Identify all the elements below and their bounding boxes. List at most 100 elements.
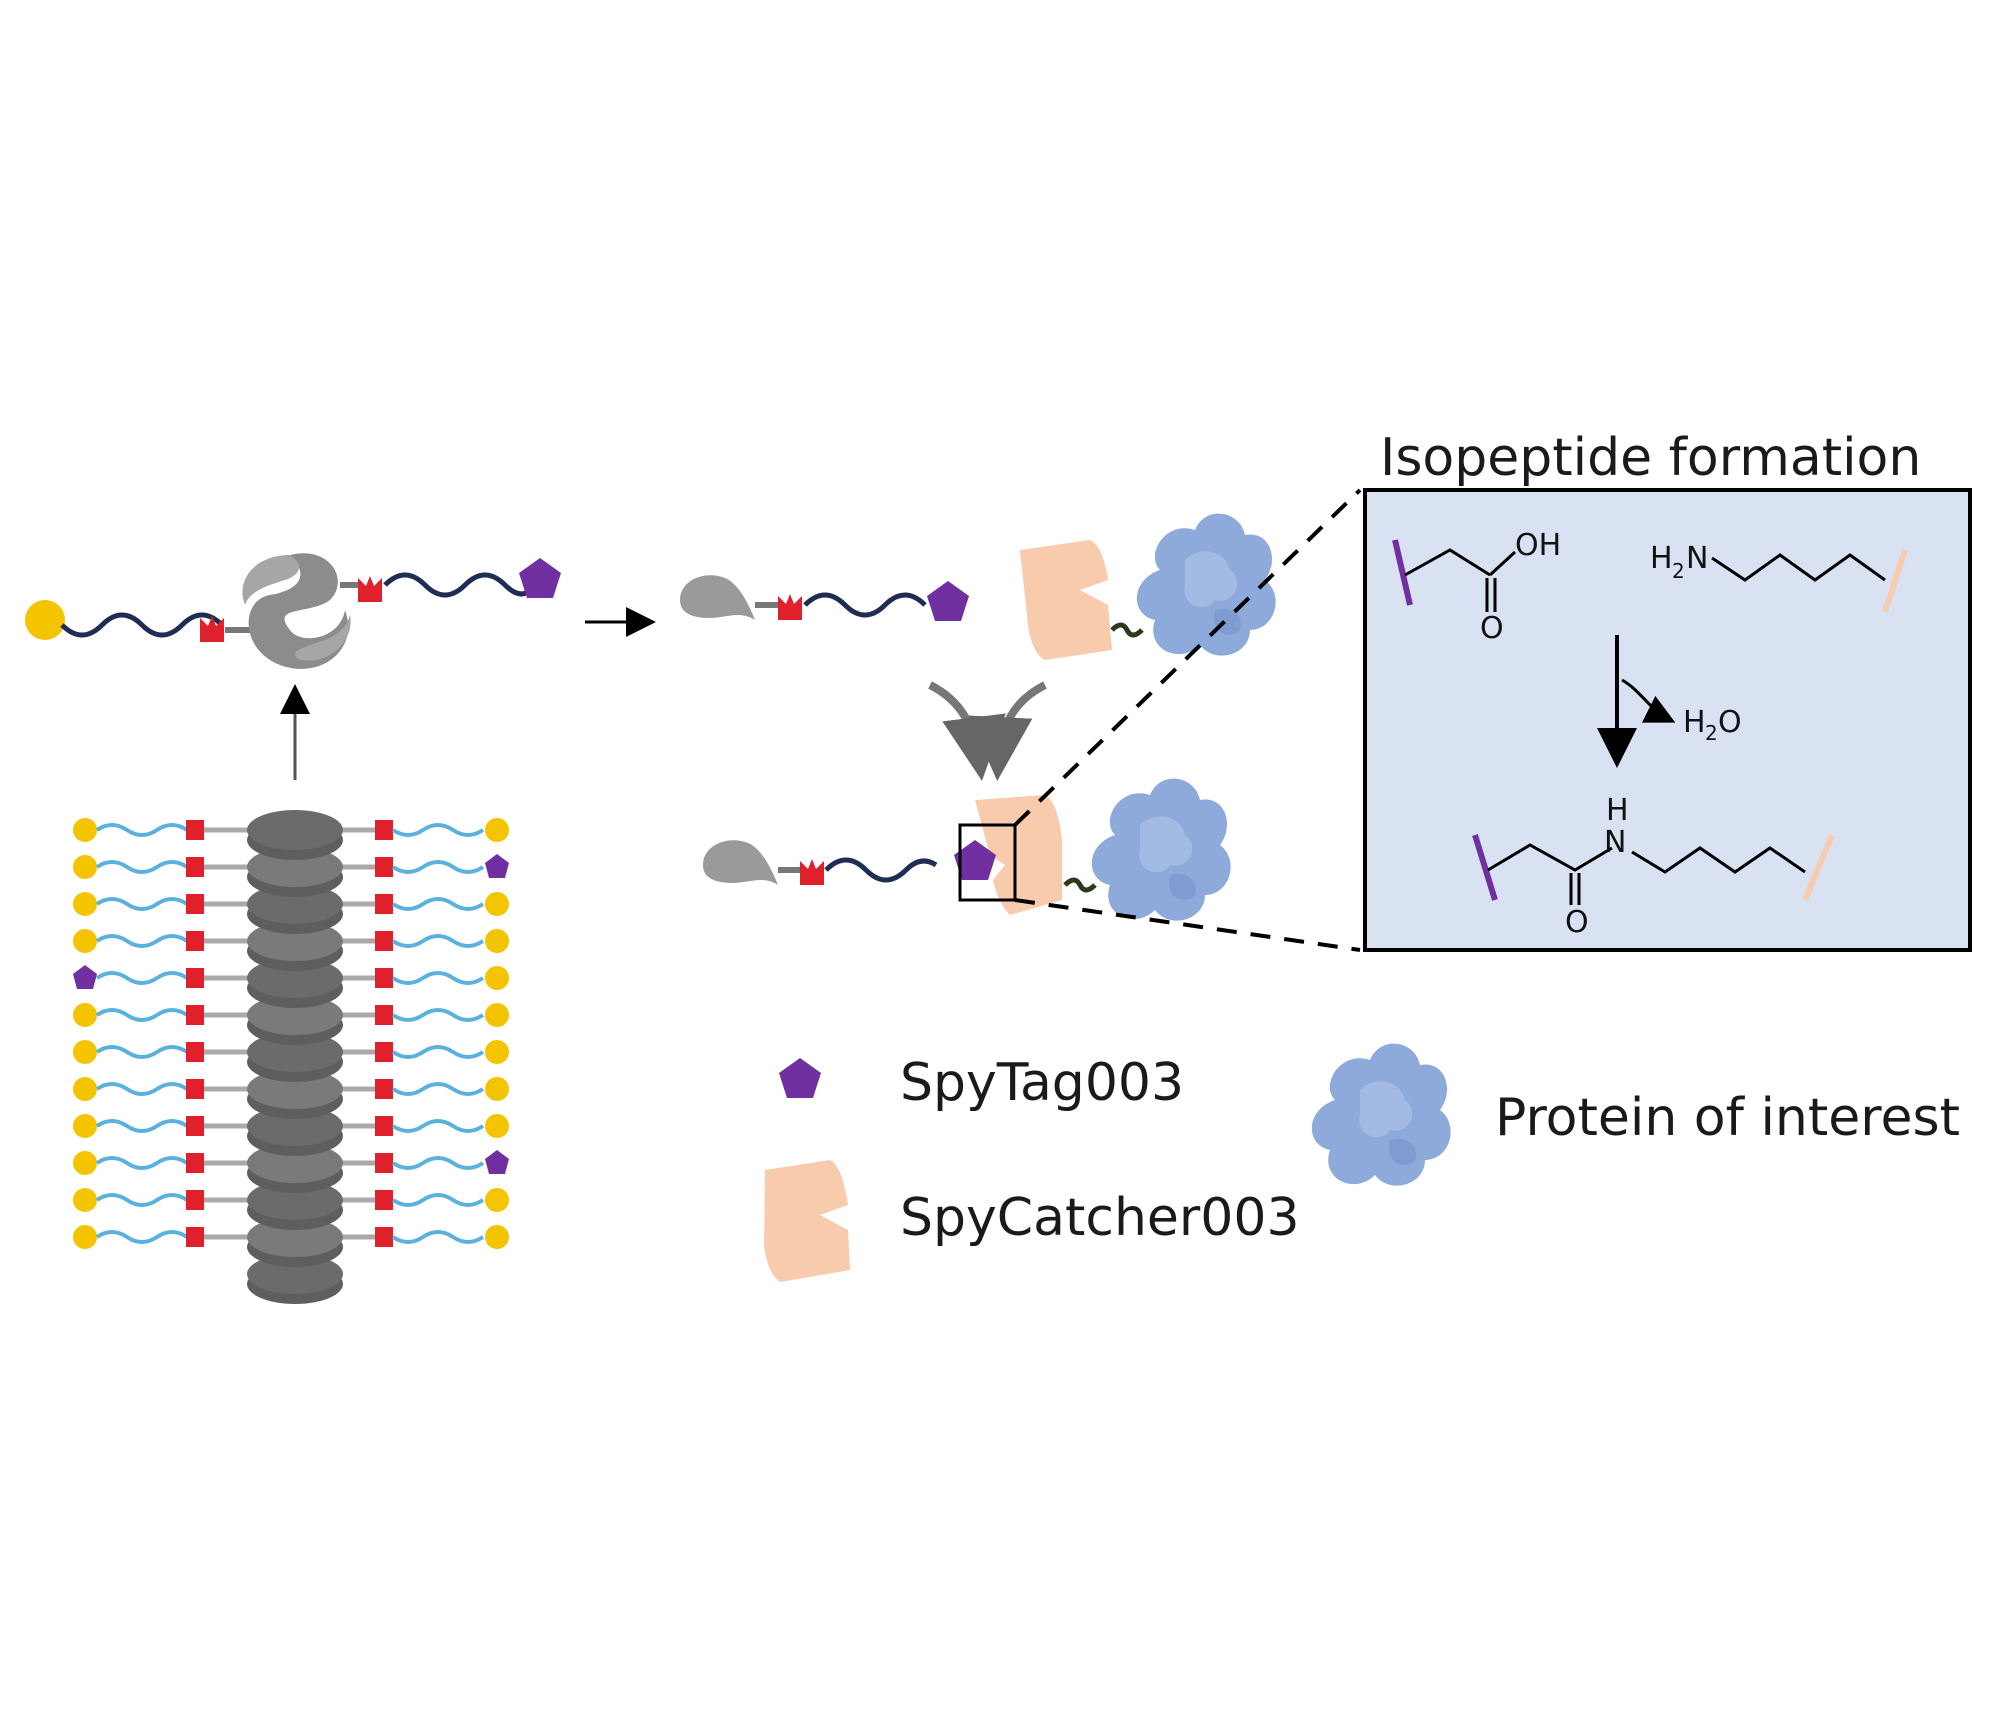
- zoom-line-bottom: [1014, 898, 1361, 952]
- legend-protein: Protein of interest: [1495, 1088, 1960, 1148]
- fibril: [73, 810, 509, 1304]
- yellow-bead-icon: [73, 1077, 97, 1101]
- light-strand: [391, 823, 485, 837]
- yellow-bead-icon: [485, 966, 509, 990]
- light-strand: [391, 897, 485, 911]
- yellow-bead-icon: [73, 1188, 97, 1212]
- pentagon-icon: [779, 1058, 821, 1098]
- navy-strand: [60, 612, 224, 638]
- conjugate: [703, 778, 1231, 921]
- red-linker-icon: [375, 1153, 393, 1173]
- pentagon-icon: [485, 1150, 509, 1174]
- gray-disc-icon: [247, 810, 343, 850]
- light-strand: [95, 1193, 189, 1207]
- yellow-bead-icon: [73, 929, 97, 953]
- red-linker-icon: [375, 1042, 393, 1062]
- yellow-bead-icon: [485, 1040, 509, 1064]
- red-linker-icon: [186, 931, 204, 951]
- light-strand: [95, 823, 189, 837]
- light-strand: [391, 1156, 485, 1170]
- hydroxyl-label: OH: [1515, 528, 1561, 563]
- red-linker-icon: [186, 857, 204, 877]
- light-strand: [95, 1045, 189, 1059]
- navy-strand: [383, 572, 532, 598]
- red-linker-icon: [186, 1042, 204, 1062]
- protein-blob-icon: [1311, 1043, 1451, 1186]
- red-linker-icon: [375, 894, 393, 914]
- catcher-block-icon: [764, 1160, 850, 1282]
- product-n-label: N: [1604, 825, 1626, 860]
- light-strand: [391, 860, 485, 874]
- light-strand: [391, 1119, 485, 1133]
- light-strand: [95, 897, 189, 911]
- converging-arrow-right: [968, 681, 1047, 781]
- red-linker-icon: [375, 1227, 393, 1247]
- light-strand: [95, 1082, 189, 1096]
- light-strand: [391, 1193, 485, 1207]
- gray-half-icon: [680, 575, 755, 620]
- inset-title: Isopeptide formation: [1380, 428, 1921, 488]
- yellow-bead-icon: [73, 818, 97, 842]
- yellow-bead-icon: [73, 1114, 97, 1138]
- water-o-label: O: [1718, 705, 1742, 740]
- yellow-bead-icon: [485, 1114, 509, 1138]
- gray-half-icon: [703, 840, 778, 885]
- light-strand: [95, 1230, 189, 1244]
- red-linker-icon: [186, 1005, 204, 1025]
- red-linker-icon: [375, 1116, 393, 1136]
- pentagon-icon: [519, 558, 561, 598]
- red-linker-icon: [186, 1153, 204, 1173]
- catcher-protein-top: [1020, 513, 1276, 660]
- red-linker-icon: [186, 1190, 204, 1210]
- legend: SpyTag003 SpyCatcher003 Protein of inter…: [764, 1043, 1960, 1282]
- red-linker-icon: [186, 968, 204, 988]
- light-strand: [391, 934, 485, 948]
- protein-blob-icon: [1136, 513, 1276, 656]
- product-h-label: H: [1606, 793, 1629, 828]
- yellow-bead-icon: [485, 1077, 509, 1101]
- red-linker-icon: [375, 1079, 393, 1099]
- red-linker-icon: [200, 616, 224, 642]
- navy-strand: [803, 592, 927, 618]
- light-strand: [391, 1230, 485, 1244]
- yellow-bead-icon: [73, 1225, 97, 1249]
- light-strand: [95, 1156, 189, 1170]
- red-linker-icon: [186, 1227, 204, 1247]
- protein-blob-icon: [1091, 778, 1231, 921]
- zoom-line-top: [1013, 488, 1362, 827]
- red-linker-icon: [375, 857, 393, 877]
- amine-n-label: N: [1686, 541, 1708, 576]
- red-linker-icon: [186, 1116, 204, 1136]
- red-linker-icon: [186, 820, 204, 840]
- yellow-bead-icon: [485, 892, 509, 916]
- amine-h-label: H: [1650, 541, 1673, 576]
- water-sub-label: 2: [1705, 721, 1718, 745]
- light-strand: [391, 971, 485, 985]
- yellow-bead-icon: [485, 1188, 509, 1212]
- navy-strand: [824, 857, 938, 883]
- red-linker-icon: [375, 1190, 393, 1210]
- yellow-bead-icon: [73, 1003, 97, 1027]
- yellow-bead-icon: [73, 1151, 97, 1175]
- yellow-bead-icon: [485, 1225, 509, 1249]
- red-linker-icon: [375, 931, 393, 951]
- light-strand: [391, 1008, 485, 1022]
- amine-sub-label: 2: [1672, 559, 1685, 583]
- zoom-box: [958, 823, 1017, 902]
- light-strand: [391, 1045, 485, 1059]
- legend-spytag: SpyTag003: [900, 1053, 1184, 1113]
- pentagon-icon: [485, 854, 509, 878]
- yellow-bead-icon: [73, 892, 97, 916]
- pentagon-icon: [73, 965, 97, 989]
- yellow-bead-icon: [25, 600, 65, 640]
- red-linker-icon: [375, 968, 393, 988]
- red-linker-icon: [186, 1079, 204, 1099]
- top-left-monomer: [25, 553, 561, 669]
- converging-arrow-left: [928, 681, 1006, 781]
- light-strand: [95, 971, 189, 985]
- red-linker-icon: [375, 1005, 393, 1025]
- legend-spycatcher: SpyCatcher003: [900, 1188, 1300, 1248]
- product-o-label: O: [1565, 905, 1589, 940]
- gray-core-icon: [242, 553, 351, 669]
- light-strand: [95, 1119, 189, 1133]
